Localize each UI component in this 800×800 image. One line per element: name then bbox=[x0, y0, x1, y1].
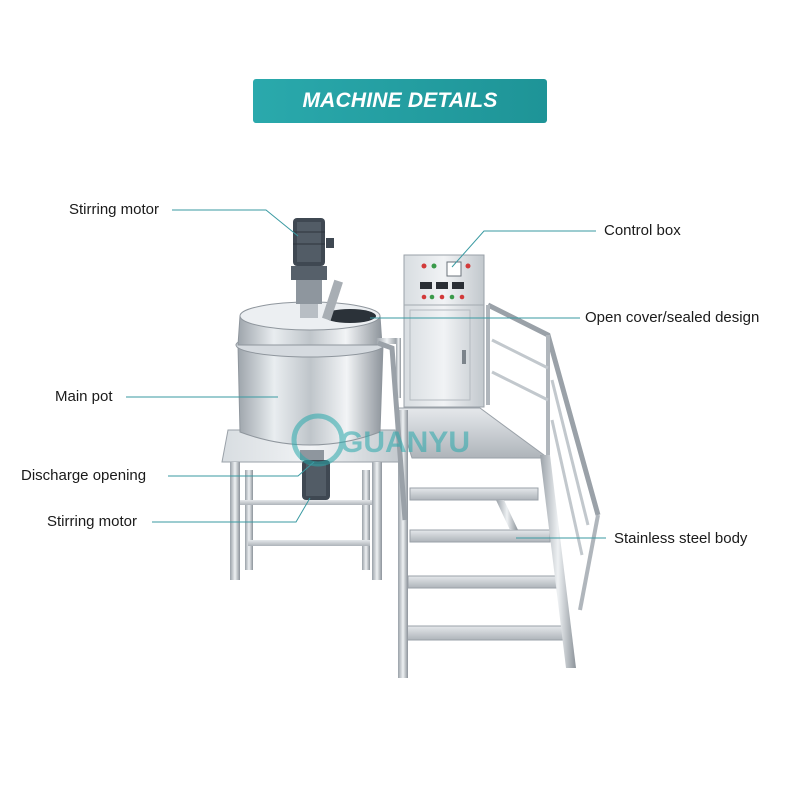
control-box bbox=[403, 254, 485, 408]
watermark: GUANYU bbox=[291, 413, 470, 467]
watermark-text: GUANYU bbox=[340, 426, 470, 459]
top-stirring-motor bbox=[291, 218, 334, 318]
leader-control-box bbox=[451, 230, 596, 268]
bottom-stirring-motor bbox=[300, 450, 330, 500]
banner-title: MACHINE DETAILS bbox=[302, 89, 498, 112]
label-main-pot: Main pot bbox=[55, 388, 113, 405]
main-pot bbox=[235, 279, 401, 446]
label-open-cover: Open cover/sealed design bbox=[585, 309, 760, 326]
label-stainless-steel-body: Stainless steel body bbox=[614, 530, 748, 547]
label-stirring-motor-top: Stirring motor bbox=[69, 201, 160, 218]
leader-discharge-opening bbox=[168, 461, 315, 477]
leader-stirring-motor-bottom bbox=[152, 497, 311, 523]
stairs bbox=[377, 302, 601, 678]
leader-lines bbox=[126, 209, 606, 539]
label-control-box: Control box bbox=[604, 222, 681, 239]
leader-stirring-motor-top bbox=[172, 209, 299, 237]
title-banner: MACHINE DETAILS bbox=[253, 79, 547, 123]
label-discharge-opening: Discharge opening bbox=[21, 467, 147, 484]
label-stirring-motor-bottom: Stirring motor bbox=[47, 513, 138, 530]
